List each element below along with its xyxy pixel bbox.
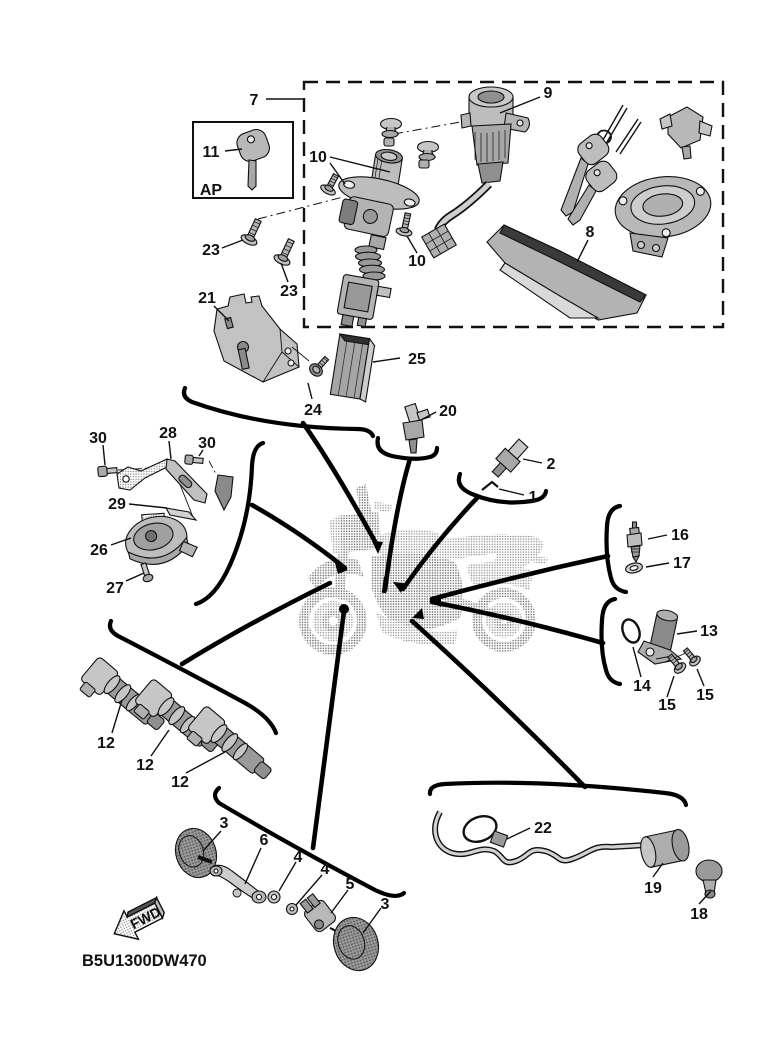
svg-text:12: 12 bbox=[97, 735, 115, 752]
svg-text:12: 12 bbox=[171, 774, 189, 791]
svg-text:7: 7 bbox=[250, 92, 259, 109]
svg-text:8: 8 bbox=[586, 224, 595, 241]
svg-text:12: 12 bbox=[136, 757, 154, 774]
svg-text:AP: AP bbox=[200, 182, 223, 199]
svg-text:30: 30 bbox=[198, 435, 216, 452]
svg-text:21: 21 bbox=[198, 290, 216, 307]
svg-text:25: 25 bbox=[408, 351, 426, 368]
svg-text:9: 9 bbox=[544, 85, 553, 102]
svg-text:22: 22 bbox=[534, 820, 552, 837]
svg-text:6: 6 bbox=[260, 832, 269, 849]
svg-text:FWD: FWD bbox=[128, 903, 164, 932]
svg-text:17: 17 bbox=[673, 555, 691, 572]
svg-text:3: 3 bbox=[220, 815, 229, 832]
svg-text:18: 18 bbox=[690, 906, 708, 923]
svg-text:10: 10 bbox=[309, 149, 327, 166]
svg-text:23: 23 bbox=[280, 283, 298, 300]
svg-text:23: 23 bbox=[202, 242, 220, 259]
svg-text:19: 19 bbox=[644, 880, 662, 897]
svg-text:20: 20 bbox=[439, 403, 457, 420]
svg-text:5: 5 bbox=[346, 876, 355, 893]
svg-text:4: 4 bbox=[321, 861, 330, 878]
svg-text:15: 15 bbox=[658, 697, 676, 714]
svg-text:4: 4 bbox=[294, 849, 303, 866]
svg-text:1: 1 bbox=[529, 489, 538, 506]
svg-text:13: 13 bbox=[700, 623, 718, 640]
svg-text:15: 15 bbox=[696, 687, 714, 704]
svg-text:2: 2 bbox=[547, 456, 556, 473]
svg-text:27: 27 bbox=[106, 580, 124, 597]
svg-text:B5U1300DW470: B5U1300DW470 bbox=[82, 952, 207, 970]
svg-text:10: 10 bbox=[408, 253, 426, 270]
svg-text:30: 30 bbox=[89, 430, 107, 447]
svg-text:29: 29 bbox=[108, 496, 126, 513]
svg-text:14: 14 bbox=[633, 678, 651, 695]
svg-text:3: 3 bbox=[381, 896, 390, 913]
svg-text:26: 26 bbox=[90, 542, 108, 559]
svg-text:24: 24 bbox=[304, 402, 322, 419]
svg-text:16: 16 bbox=[671, 527, 689, 544]
svg-text:11: 11 bbox=[203, 144, 220, 161]
svg-text:28: 28 bbox=[159, 425, 177, 442]
